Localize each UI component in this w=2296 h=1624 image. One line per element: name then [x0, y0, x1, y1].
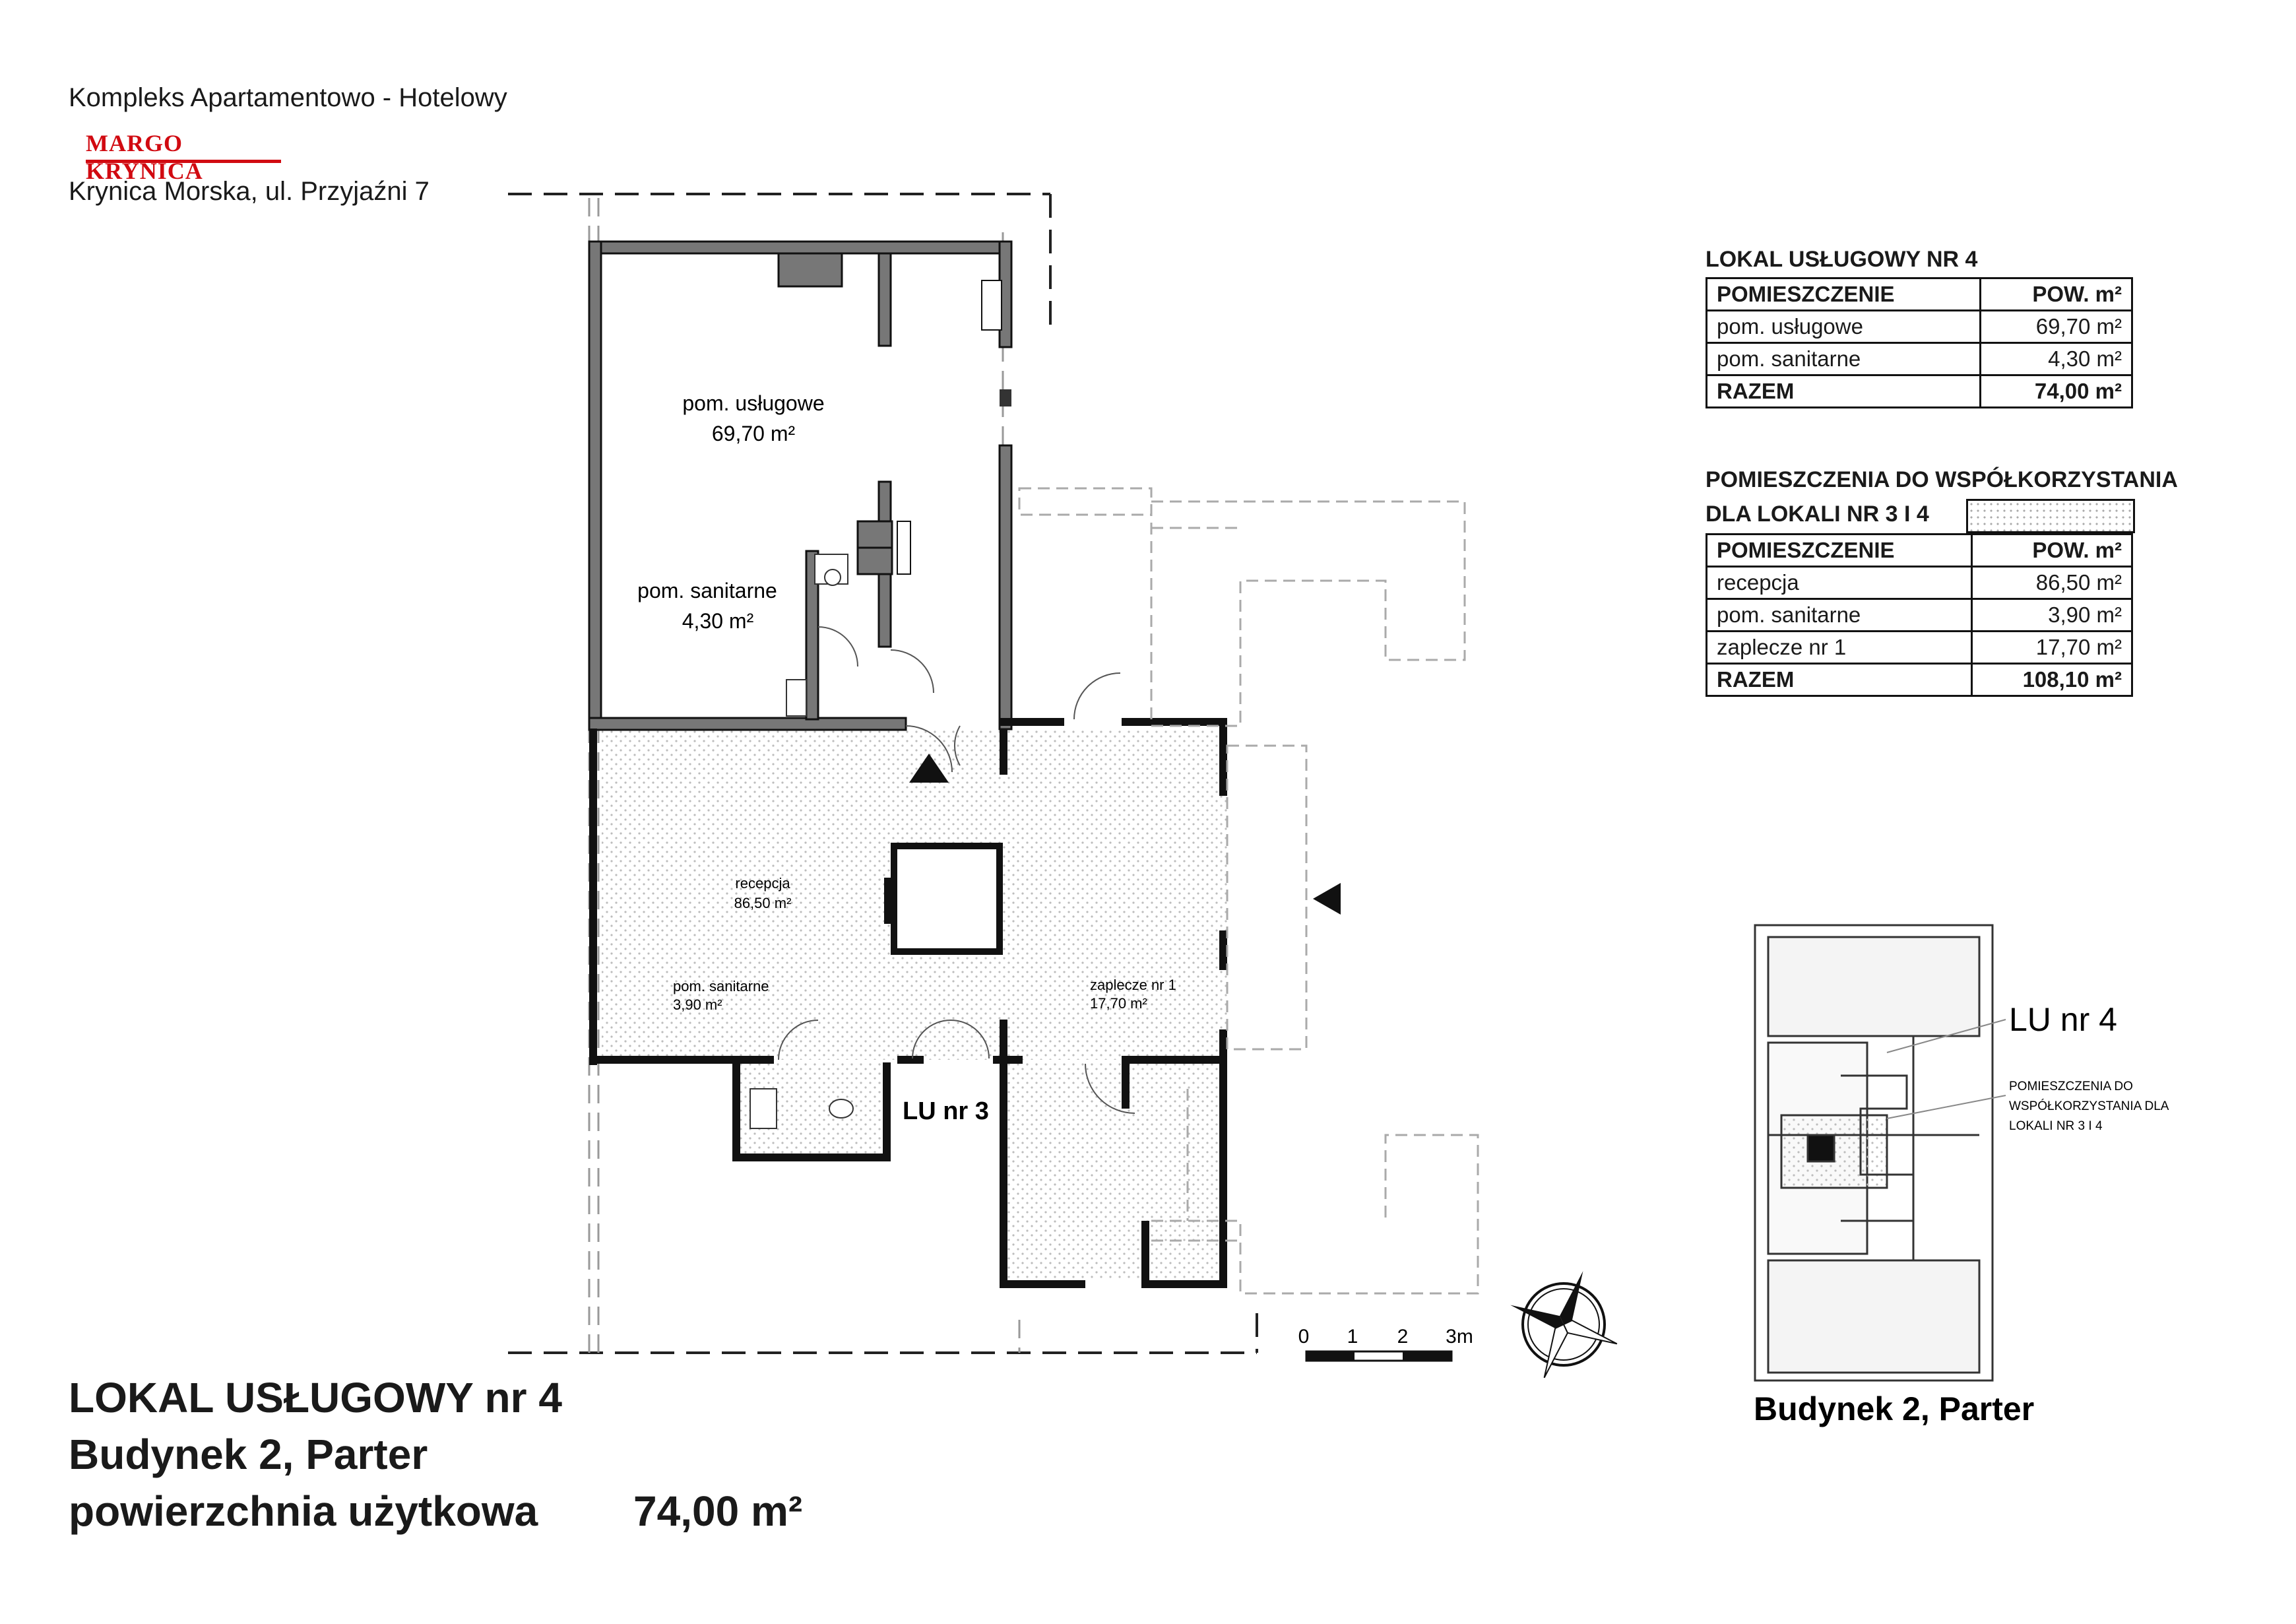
unit-3-label: LU nr 3: [903, 1097, 989, 1125]
key-plan: [1754, 924, 1994, 1382]
table-row: pom. sanitarne 4,30 m²: [1706, 342, 2134, 376]
entrance-arrow-icon-side: [1313, 883, 1341, 915]
room-area-sanitary: 4,30 m²: [682, 609, 754, 633]
table1: POMIESZCZENIE POW. m² pom. usługowe 69,7…: [1706, 277, 2134, 408]
keyplan-caption: Budynek 2, Parter: [1754, 1390, 2034, 1427]
room-label-reception: recepcja: [735, 875, 790, 892]
cell-area: 69,70 m²: [1979, 309, 2134, 344]
table-header-row: POMIESZCZENIE POW. m²: [1705, 533, 2133, 568]
table-header-row: POMIESZCZENIE POW. m²: [1706, 277, 2134, 311]
keyplan-note-2: WSPÓŁKORZYSTANIA DLA: [2009, 1099, 2169, 1113]
cell-room: pom. sanitarne: [1706, 342, 1981, 376]
col-area: POW. m²: [1979, 277, 2134, 311]
keyplan-note-1: POMIESZCZENIA DO: [2009, 1080, 2133, 1093]
col-area: POW. m²: [1971, 533, 2133, 568]
table1-title: LOKAL USŁUGOWY NR 4: [1706, 247, 1978, 272]
cell-total-label: RAZEM: [1705, 663, 1973, 697]
scale-bar: [1305, 1350, 1453, 1362]
cell-total-value: 108,10 m²: [1971, 663, 2133, 697]
logo: MARGO KRYNICA: [86, 129, 281, 184]
scale-1: 1: [1347, 1326, 1358, 1348]
usable-area-label: powierzchnia użytkowa: [69, 1487, 538, 1535]
cell-total-value: 74,00 m²: [1979, 374, 2134, 408]
room-area-back: 17,70 m²: [1090, 995, 1147, 1012]
building-floor: Budynek 2, Parter: [69, 1431, 428, 1478]
room-label-back: zaplecze nr 1: [1090, 977, 1176, 993]
table-total-row: RAZEM 74,00 m²: [1706, 374, 2134, 408]
scale-2: 2: [1397, 1326, 1409, 1348]
unit-title: LOKAL USŁUGOWY nr 4: [69, 1374, 562, 1421]
cell-room: pom. usługowe: [1706, 309, 1981, 344]
table-row: pom. usługowe 69,70 m²: [1706, 309, 2134, 344]
cell-room: recepcja: [1705, 566, 1973, 600]
table-row: zaplecze nr 1 17,70 m²: [1705, 630, 2133, 665]
project-address: Krynica Morska, ul. Przyjaźni 7: [69, 177, 430, 206]
shared-area-back: [1006, 1062, 1227, 1280]
table-row: recepcja 86,50 m²: [1705, 566, 2133, 600]
cell-room: zaplecze nr 1: [1705, 630, 1973, 665]
table2-title-line1: POMIESZCZENIA DO WSPÓŁKORZYSTANIA: [1706, 467, 2178, 492]
usable-area-value: 74,00 m²: [633, 1487, 803, 1535]
cell-area: 17,70 m²: [1971, 630, 2133, 665]
cell-room: pom. sanitarne: [1705, 598, 1973, 632]
col-room: POMIESZCZENIE: [1705, 533, 1973, 568]
room-label-sanitary: pom. sanitarne: [637, 579, 777, 602]
keyplan-unit-label: LU nr 4: [2009, 1001, 2117, 1038]
table-total-row: RAZEM 108,10 m²: [1705, 663, 2133, 697]
col-room: POMIESZCZENIE: [1706, 277, 1981, 311]
north-arrow-icon: [1510, 1271, 1618, 1379]
project-name: Kompleks Apartamentowo - Hotelowy: [69, 83, 507, 112]
table2: POMIESZCZENIE POW. m² recepcja 86,50 m² …: [1705, 533, 2133, 697]
entrance-arrow-icon: [909, 754, 949, 783]
shared-area-legend-swatch: [1966, 499, 2135, 533]
cell-area: 4,30 m²: [1979, 342, 2134, 376]
room-label-service: pom. usługowe: [682, 391, 824, 415]
room-label-shared-sanitary: pom. sanitarne: [673, 978, 769, 994]
keyplan-note-3: LOKALI NR 3 I 4: [2009, 1119, 2103, 1133]
cell-area: 86,50 m²: [1971, 566, 2133, 600]
room-area-shared-sanitary: 3,90 m²: [673, 996, 722, 1013]
table-row: pom. sanitarne 3,90 m²: [1705, 598, 2133, 632]
table2-title-line2: DLA LOKALI NR 3 I 4: [1706, 502, 1929, 527]
room-area-reception: 86,50 m²: [734, 895, 792, 911]
cell-area: 3,90 m²: [1971, 598, 2133, 632]
scale-3: 3m: [1446, 1326, 1473, 1348]
scale-0: 0: [1298, 1326, 1310, 1348]
room-area-service: 69,70 m²: [712, 422, 796, 445]
cell-total-label: RAZEM: [1706, 374, 1981, 408]
